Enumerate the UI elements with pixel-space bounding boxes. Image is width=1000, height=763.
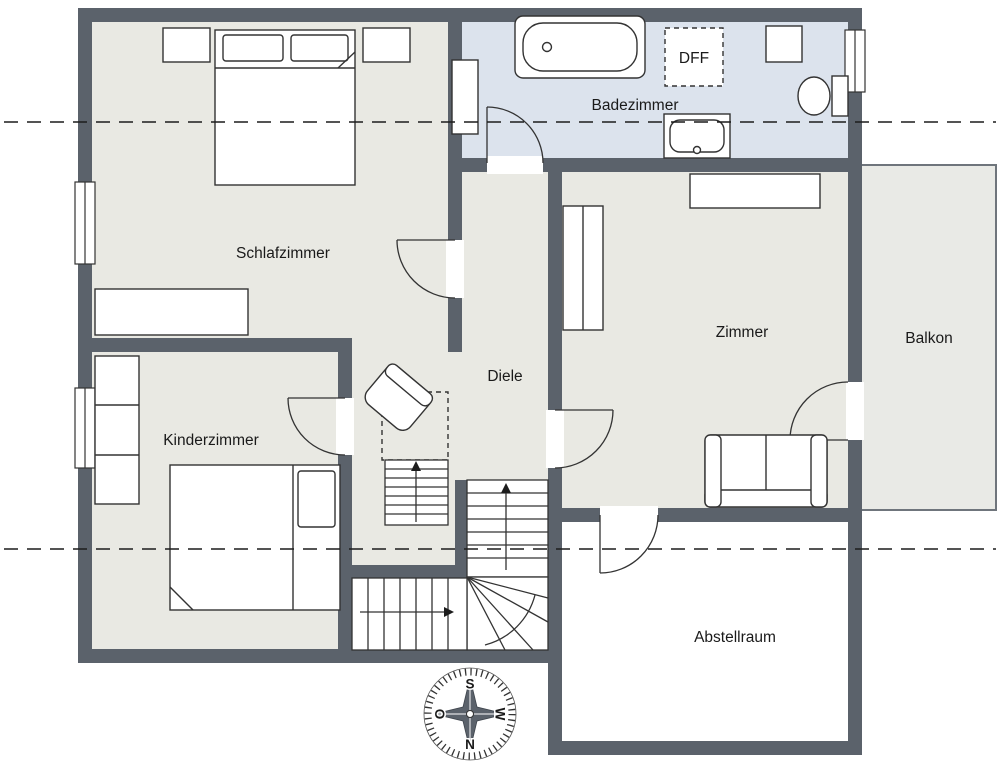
nightstand-right [362,27,411,63]
nightstand-left [162,27,211,63]
label-dff: DFF [679,50,709,67]
room-labels: Schlafzimmer Badezimmer DFF Zimmer Balko… [163,50,953,646]
dresser [94,288,249,336]
dff-roof-window [664,27,724,87]
pillow [297,470,336,528]
label-kinderzimmer: Kinderzimmer [163,432,259,449]
up-arrow [501,483,511,493]
wardrobe-zimmer [562,205,604,331]
right-arrow [444,607,454,617]
doors [287,106,864,574]
wall-bad-bottom-b [543,158,862,172]
window-kinderzimmer-left [74,387,96,469]
door-gap-abstellraum [600,506,658,524]
drain [541,41,553,53]
toilet [797,75,849,117]
pillow [290,34,349,62]
door-kinderzimmer [287,397,346,456]
door-badezimmer [486,106,544,164]
wall-bottom [78,649,562,663]
window-schlafzimmer-left [74,181,96,265]
sideboard [689,173,821,209]
label-diele: Diele [487,368,522,385]
bathroom-cabinet [451,59,479,135]
label-zimmer: Zimmer [716,324,769,341]
wall-bad-bottom-a [448,158,487,172]
roof-slope-lines [4,121,996,550]
windows [74,29,866,469]
toilet-bowl [797,76,831,116]
door-gap-schlafzimmer [446,240,464,298]
floor-balkon [859,164,997,511]
wall-kinderzimmer-right-b [338,455,352,663]
door-gap-kinderzimmer [336,398,354,455]
armrest [810,434,828,508]
door-gap-badezimmer [487,156,543,174]
door-gap-zimmer [546,410,564,468]
double-bed [214,29,356,186]
wall-abstellraum-bottom [548,741,862,755]
walls [78,8,862,755]
wall-kinderzimmer-right-a [338,338,352,398]
label-badezimmer: Badezimmer [592,97,679,114]
stairs [351,459,549,651]
compass-tick-ring [424,668,516,760]
label-balkon: Balkon [905,330,952,347]
cistern [831,75,849,117]
wall-stair-stub-vertical [455,480,468,578]
bathroom-shelf [765,25,803,63]
wall-top [78,8,862,22]
window-badezimmer-right [844,29,866,93]
main-stair-lower-run [351,577,468,651]
label-schlafzimmer: Schlafzimmer [236,245,330,262]
door-abstellraum [599,514,659,574]
floors [92,22,997,741]
label-abstellraum: Abstellraum [694,629,776,646]
bathtub [514,15,646,79]
compass-south-label: S [465,677,474,692]
armchair [364,363,434,431]
compass-north-label: N [465,737,475,752]
furniture [94,15,849,611]
door-zimmer [554,409,614,469]
backrest [704,489,828,508]
couch [704,434,828,508]
single-bed [169,464,341,611]
attic-stair [384,459,449,526]
faucet [692,145,702,155]
main-stair-winder [466,576,549,651]
washbasin [663,113,731,159]
compass-west-label: W [493,708,508,721]
wardrobe-kinderzimmer [94,355,140,505]
wall-schlafzimmer-right-b [448,298,462,352]
compass-rose-icon: S W N O [423,667,517,761]
pillow [222,34,284,62]
armchair-back [384,363,434,407]
wall-left [78,8,92,663]
wall-stair-stub-horizontal [352,565,468,578]
up-arrow [411,461,421,471]
wall-diele-zimmer-a [548,172,562,410]
main-stair-upper-run [466,479,549,578]
door-gap-balkon [846,382,864,440]
wall-zimmer-bottom-b [658,508,862,522]
armrest [704,434,722,508]
walk-line [484,594,536,646]
compass-east-label: O [433,709,448,720]
wall-right-lower [848,440,862,755]
wall-schlaf-kinder [78,338,352,352]
wall-abstellraum-left [548,508,562,755]
floor-abstellraum [562,522,848,741]
wall-right-upper [848,8,862,382]
door-schlafzimmer [396,239,456,299]
